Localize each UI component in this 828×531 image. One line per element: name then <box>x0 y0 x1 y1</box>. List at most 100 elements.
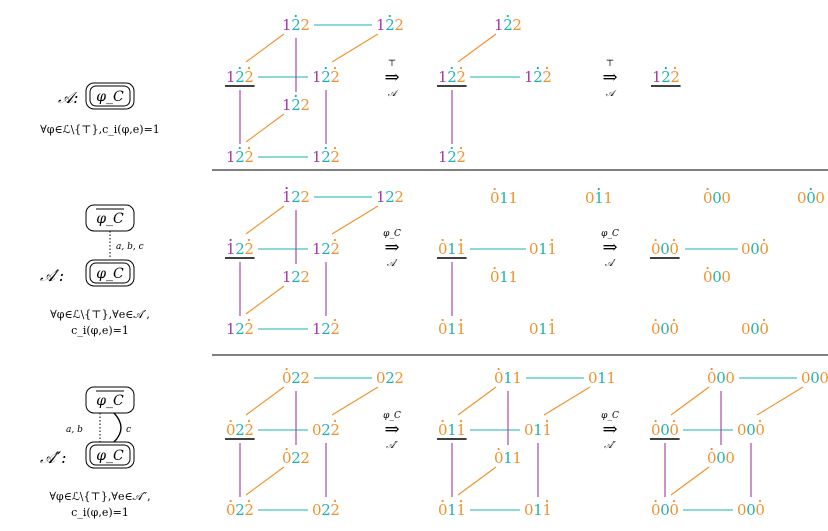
edge-orange <box>245 33 285 63</box>
condition-text: ∀φ∈ℒ\{⊤},c_i(φ,e)=1 <box>40 123 160 136</box>
edge-orange <box>756 386 804 416</box>
world-digit: 0 <box>438 501 448 519</box>
dot-mark <box>450 66 453 70</box>
dot-mark <box>550 238 554 242</box>
world-digit: 2 <box>235 68 245 86</box>
world-digit: 2 <box>300 449 310 467</box>
world-digit: 0 <box>759 240 769 258</box>
world-digit: 0 <box>651 421 661 439</box>
dot-mark <box>493 187 496 191</box>
dot-mark <box>285 367 288 371</box>
world-digit: 2 <box>533 68 543 86</box>
world-digit: 2 <box>447 148 457 166</box>
world-digit: 0 <box>312 501 322 519</box>
dot-mark <box>672 499 676 503</box>
world-digit: 2 <box>244 148 254 166</box>
world-digit: 2 <box>300 369 310 387</box>
world-digit: 1 <box>538 320 548 338</box>
world-digit: 1 <box>597 369 607 387</box>
dot-mark <box>762 238 766 242</box>
world-digit: 2 <box>670 68 680 86</box>
world-digit: 1 <box>456 421 466 439</box>
world-digit: 1 <box>438 68 448 86</box>
world-digit: 1 <box>508 268 518 286</box>
dot-mark <box>706 187 709 191</box>
world-digit: 2 <box>291 268 301 286</box>
implies-arrow: ⇒ <box>602 237 617 258</box>
world-digit: 1 <box>226 240 236 258</box>
world-digit: 0 <box>282 369 292 387</box>
box-outer <box>85 386 135 414</box>
world-digit: 2 <box>394 188 404 206</box>
world-digit: 2 <box>235 148 245 166</box>
dot-mark <box>710 367 713 371</box>
dot-mark <box>672 419 676 423</box>
dot-mark <box>333 499 337 503</box>
world-digit: 2 <box>385 188 395 206</box>
box-outer <box>85 82 135 110</box>
world-digit: 2 <box>235 421 245 439</box>
world-digit: 1 <box>594 189 604 207</box>
box-inner <box>89 444 131 466</box>
world-digit: 1 <box>312 240 322 258</box>
dot-mark <box>506 14 509 18</box>
world-digit: 2 <box>300 96 310 114</box>
world-digit: 0 <box>712 268 722 286</box>
world-digit: 2 <box>330 320 340 338</box>
dot-mark <box>441 318 444 322</box>
world-digit: 1 <box>538 240 548 258</box>
world-digit: 1 <box>512 369 522 387</box>
world-digit: 1 <box>282 188 292 206</box>
world-digit: 1 <box>533 421 543 439</box>
arrow-under-label: 𝒜″ <box>604 441 617 451</box>
dot-mark <box>333 318 337 322</box>
dot-mark <box>459 499 463 503</box>
dot-mark <box>450 146 453 150</box>
formula-label: φ_C <box>96 89 124 105</box>
dot-mark <box>441 499 444 503</box>
dot-mark <box>459 146 463 150</box>
world-digit: 2 <box>244 501 254 519</box>
edge-label: a, b <box>66 425 83 435</box>
dot-mark <box>247 66 251 70</box>
world-digit: 1 <box>499 189 509 207</box>
world-digit: 2 <box>330 421 340 439</box>
step-arrow: φ_C⇒𝒜″ <box>383 411 401 451</box>
world-digit: 0 <box>588 369 598 387</box>
world-digit: 0 <box>494 369 504 387</box>
world-digit: 1 <box>226 148 236 166</box>
condition-text: c_i(φ,e)=1 <box>71 506 129 519</box>
world-digit: 0 <box>312 421 322 439</box>
world-digit: 2 <box>447 68 457 86</box>
edge-orange <box>245 113 285 143</box>
dot-mark <box>285 186 288 190</box>
dot-mark <box>247 238 251 242</box>
world-digit: 0 <box>669 421 679 439</box>
step-arrow: φ_C⇒𝒜′ <box>383 229 401 269</box>
edge-orange <box>543 386 591 416</box>
formula-label: φ_C <box>96 393 124 409</box>
world-digit: 0 <box>707 449 717 467</box>
world-digit: 0 <box>801 369 811 387</box>
dot-mark <box>285 447 288 451</box>
world-digit: 0 <box>806 189 816 207</box>
arrow-over-label: φ_C <box>601 229 619 239</box>
world-digit: 0 <box>716 369 726 387</box>
